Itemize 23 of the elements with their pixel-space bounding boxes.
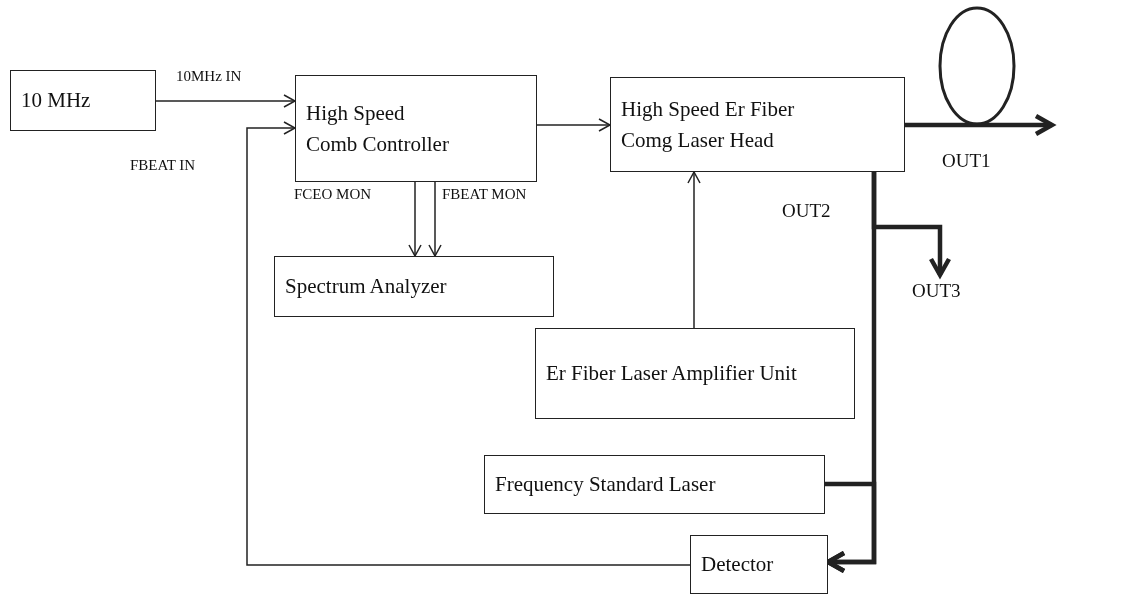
- laser-box: [484, 455, 825, 514]
- node-label: Detector: [700, 551, 775, 579]
- arrow: [687, 171, 701, 329]
- arrow: [536, 118, 611, 132]
- arrow: [155, 94, 296, 108]
- source-box: [10, 70, 156, 131]
- arrow: [905, 113, 1055, 137]
- laser-head-box: [610, 77, 905, 172]
- node-label: Spectrum Analyzer: [284, 273, 448, 301]
- arrow: [428, 181, 442, 257]
- arrow: [871, 172, 952, 278]
- analyzer-box: [274, 256, 554, 317]
- arrow: [825, 481, 877, 574]
- node-label: 10 MHz: [20, 87, 92, 115]
- node-label: Er Fiber Laser Amplifier Unit: [545, 360, 798, 388]
- amplifier-box: [535, 328, 855, 419]
- detector-box: [690, 535, 828, 594]
- node-label: High Speed Comb Controller: [305, 100, 450, 158]
- controller-box: [295, 75, 537, 182]
- node-label: Frequency Standard Laser: [494, 471, 717, 499]
- arrow: [246, 121, 691, 566]
- node-label: High Speed Er Fiber Comg Laser Head: [620, 96, 796, 154]
- arrow: [408, 181, 422, 257]
